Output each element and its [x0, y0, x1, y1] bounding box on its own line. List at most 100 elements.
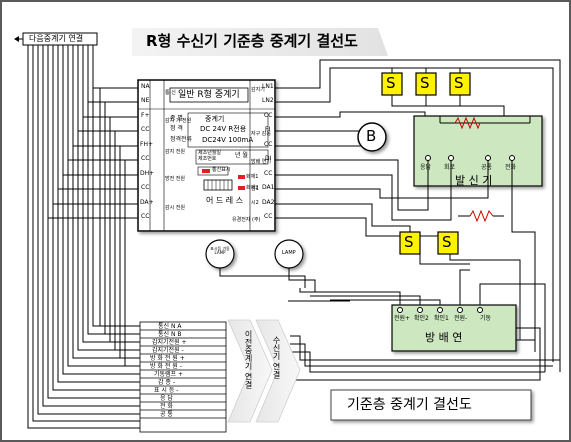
- relay-spec-current-label: 정격전류: [170, 136, 193, 143]
- left-terminal-wires: [48, 87, 140, 366]
- group-gam1: 감1: [251, 186, 259, 192]
- terminal-cc-4: CC: [141, 213, 150, 220]
- buzzer-label-1: S: [386, 74, 396, 92]
- lower-right-wires: [288, 269, 546, 372]
- smoke-terminal-power-minus: 전원-: [454, 315, 468, 322]
- relay-maker: 유경전자 (주): [232, 217, 261, 223]
- terminal-cc-r4: CC: [264, 213, 273, 220]
- relay-dip-switch: [203, 179, 233, 191]
- terminal-di: DI: [265, 155, 272, 162]
- relay-led-label-comm: 통신표시: [212, 167, 231, 173]
- transmitter-terminal-phone: 전화: [505, 164, 517, 171]
- bell: [275, 122, 387, 152]
- prev-relay-vertical-label: 이전중계기 연결: [244, 330, 253, 389]
- terminal-fi: FI: [265, 126, 271, 133]
- relay-address-label: 어 드 레 스: [206, 196, 244, 205]
- buzzer-label-5: S: [442, 233, 452, 251]
- relay-led-box: [197, 166, 229, 176]
- transmitter-terminal-response: 응답: [420, 164, 432, 171]
- cable-label-12: 공 통: [160, 411, 173, 418]
- relay-model-value: 년 월: [235, 152, 248, 159]
- next-relay-arrowhead: [14, 36, 19, 42]
- smoke-terminal-power-plus: 전원+: [394, 315, 411, 322]
- relay-spec-voltage: DC 24V R전용: [200, 125, 247, 133]
- title-banner: [132, 28, 388, 56]
- terminal-cc-1: CC: [141, 126, 150, 133]
- terminal-cc-2: CC: [141, 155, 150, 162]
- terminal-da2: DA2: [262, 199, 275, 206]
- next-relay-label: 다음중계기 연결: [29, 34, 84, 43]
- terminal-ne: NE: [141, 97, 150, 104]
- cable-label-8: 감 종 -: [158, 379, 176, 386]
- smoke-vent: [391, 304, 517, 352]
- terminal-cc-3: CC: [141, 184, 150, 191]
- relay-date-box: [195, 149, 269, 165]
- relay-spec-box: [187, 112, 269, 148]
- smoke-terminal-start: 기동: [480, 315, 492, 322]
- group-discharge: 방전 전원: [165, 176, 185, 182]
- terminal-cc-r1: CC: [264, 112, 273, 119]
- terminal-cc-r2: CC: [264, 141, 273, 148]
- cable-label-7: 기동램프 +: [154, 371, 184, 378]
- terminal-na: NA: [141, 83, 150, 90]
- relay-lot-label: 제조번호: [198, 156, 217, 162]
- group-sense-power: 감지 전원: [165, 149, 185, 155]
- terminal-cc-r3: CC: [264, 170, 273, 177]
- receiver-arrow: [255, 319, 301, 423]
- cable-label-stripes: [139, 321, 227, 433]
- relay-led-1: [202, 169, 210, 173]
- relay-spec-current: DC24V 100mA: [202, 136, 254, 144]
- group-comm: 통 신: [165, 90, 176, 96]
- transmitter-terminal-common: 공통: [481, 164, 493, 171]
- lamp-right-label: LAMP: [282, 250, 296, 256]
- relay-led-3: [238, 186, 245, 190]
- relay-spec-voltage-label: 정 격: [170, 125, 183, 132]
- cable-label-1: 통신 N A: [158, 323, 182, 330]
- group-detector-right: 감지기: [251, 87, 265, 93]
- smoke-terminal-confirm1: 확인1: [434, 315, 449, 322]
- resistor-middle: [469, 209, 494, 223]
- diagram-caption: 기준층 중계기 결선도: [347, 397, 472, 413]
- dip-switch-cells: [207, 180, 229, 190]
- relay-led-label-fire1: 화재1: [246, 174, 259, 180]
- relay-spec-kind-label: 종 별: [170, 115, 183, 122]
- terminal-da1: DA1: [262, 184, 275, 191]
- transmitter-title: 발 신 기: [455, 174, 493, 187]
- transmitter: [413, 115, 543, 187]
- terminal-ln2: LN2: [262, 97, 274, 104]
- cable-label-11: 전 화: [160, 403, 173, 410]
- smoke-vent-title: 방 배 연: [425, 331, 463, 344]
- transmitter-terminal-circuit: 회로: [444, 164, 456, 171]
- terminal-ln1: LN1: [262, 83, 274, 90]
- caption-box: [330, 389, 532, 421]
- group-monitor: 감시 전원: [165, 205, 185, 211]
- relay-title-strip: [169, 87, 249, 103]
- prev-relay-arrow: [227, 319, 273, 423]
- relay-led-label-fire2: 화재2: [246, 185, 259, 191]
- terminal-dh-plus: DH+: [140, 170, 155, 177]
- diagram-title: R형 수신기 기준층 중계기 결선도: [146, 32, 358, 50]
- smoke-terminal-confirm2: 확인2: [414, 315, 429, 322]
- relay-title: 일반 R형 중계기: [178, 90, 240, 100]
- group-smoke: 방배 연기: [251, 159, 271, 165]
- relay-spec-kind: 중계기: [205, 115, 225, 123]
- bottom-return-wires: [290, 327, 560, 381]
- relay-left-terminal-strip: [149, 79, 165, 232]
- lamps: [205, 239, 316, 292]
- terminal-fh-plus: FH+: [140, 141, 153, 148]
- buzzer-group-top: [381, 72, 471, 96]
- terminal-f-plus: F+: [141, 112, 150, 119]
- cable-label-9: 표 시 등 -: [154, 387, 179, 394]
- relay-led-2: [238, 175, 245, 179]
- cable-label-4: 감지기전원 -: [152, 347, 184, 354]
- receiver-vertical-label: 수신기 연결: [272, 336, 281, 379]
- buzzer-label-3: S: [454, 74, 464, 92]
- relay-right-terminal-strip: [249, 79, 276, 232]
- cable-label-5: 방 화 전 원 +: [150, 355, 185, 362]
- terminal-da-plus: DA+: [140, 199, 154, 206]
- left-bus: [27, 45, 140, 429]
- relay-model-label: 제조년월일: [198, 150, 222, 156]
- cable-label-6: 방 화 전 원 -: [150, 363, 182, 370]
